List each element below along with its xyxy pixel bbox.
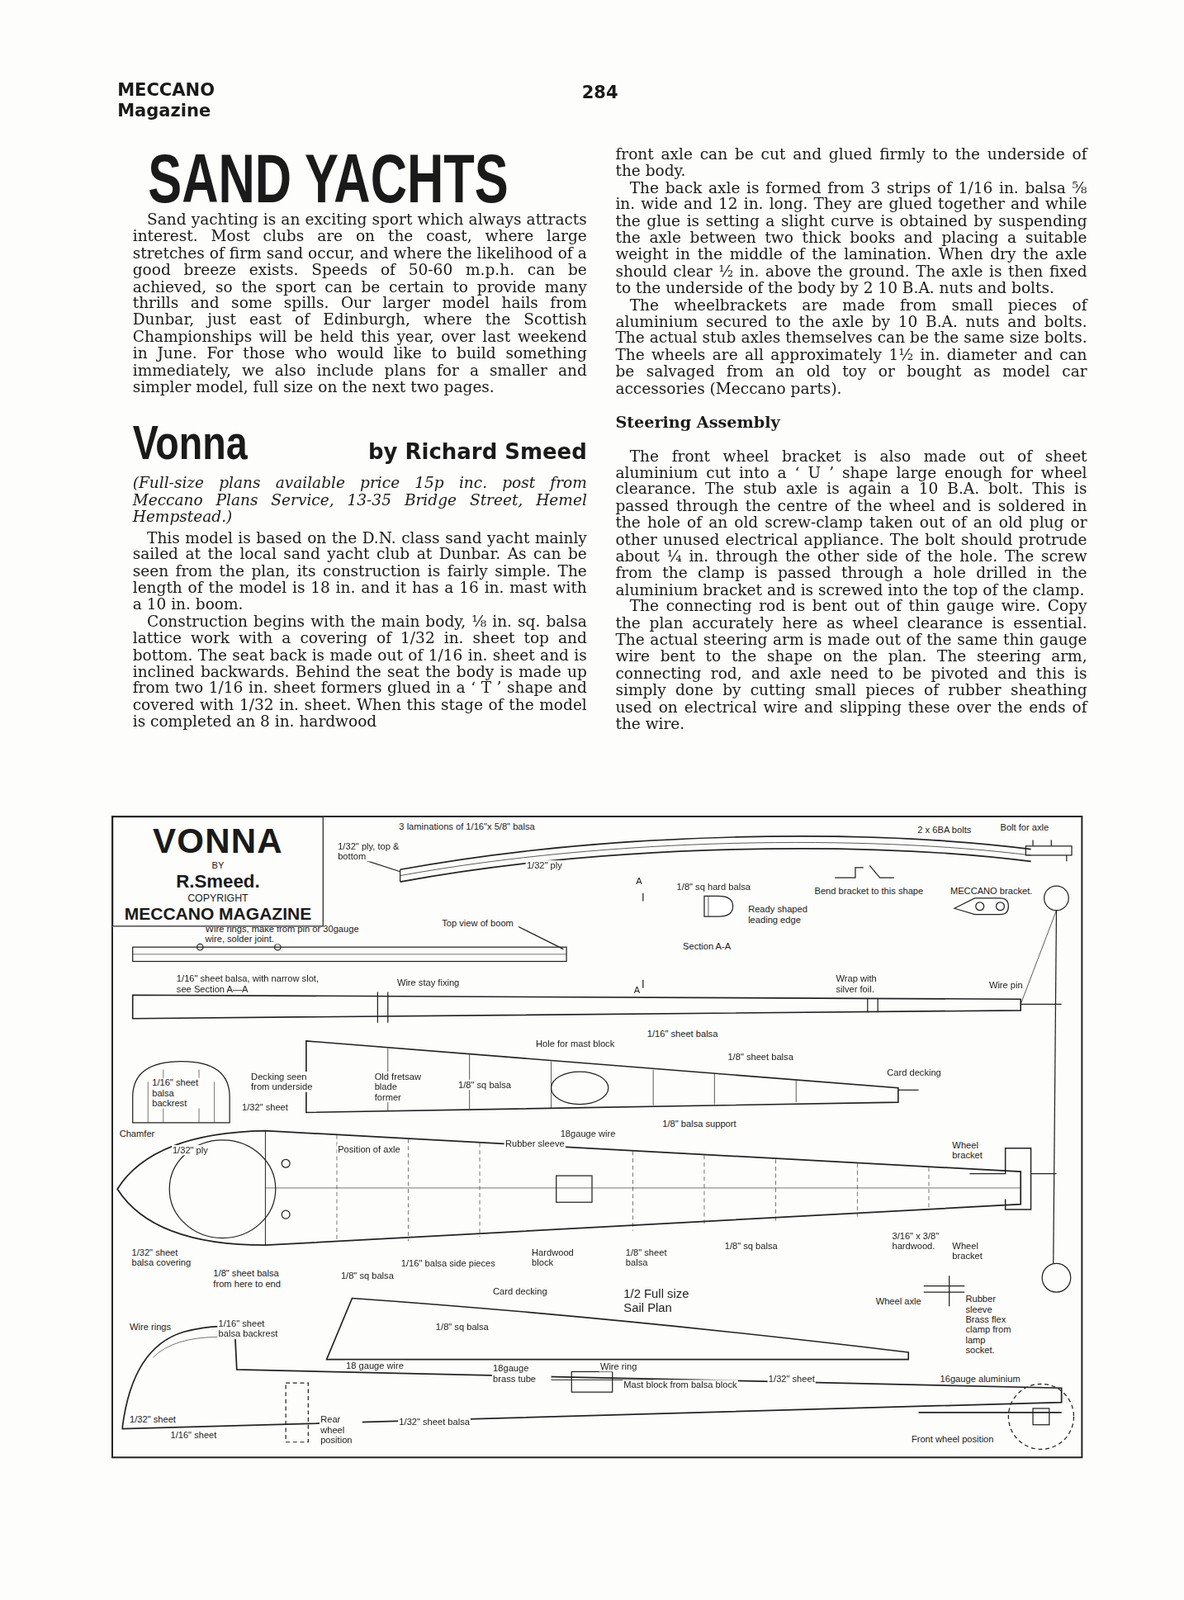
masthead: Magazine: [117, 99, 211, 121]
plan-label: 18 gauge wire: [345, 1360, 405, 1371]
plan-label: Ready shaped leading edge: [747, 904, 813, 925]
plan-label: 1/8" sq balsa: [435, 1321, 490, 1332]
paragraph: This model is based on the D.N. class sa…: [132, 529, 588, 613]
plan-label: Hardwood block: [530, 1247, 578, 1269]
plan-label: Card decking: [885, 1067, 943, 1078]
plan-label: 1/2 Full size Sail Plan: [622, 1288, 697, 1315]
plan-label: 1/8" sq hard balsa: [675, 881, 752, 892]
plan-label: 1/8" sheet balsa: [726, 1052, 795, 1063]
paragraph: Construction begins with the main body, …: [132, 613, 588, 731]
plan-label: 1/8" sq balsa: [340, 1270, 395, 1281]
heading-row: Vonna by Richard Smeed: [132, 420, 588, 468]
plan-label: 1/32" sheet balsa covering: [130, 1247, 200, 1269]
title-text: R.Smeed.: [117, 871, 319, 893]
plan-label: Wire stay fixing: [396, 977, 461, 988]
title-text: VONNA: [117, 821, 319, 861]
plans-note: (Full-size plans available price 15p inc…: [132, 474, 588, 526]
title-text: COPYRIGHT: [117, 891, 319, 905]
paragraph: The back axle is formed from 3 strips of…: [615, 179, 1087, 297]
plan-label: 1/16" sheet balsa backrest: [151, 1077, 200, 1109]
title-block: VONNABYR.Smeed.COPYRIGHTMECCANO MAGAZINE: [112, 816, 324, 928]
plan-label: Rubber sleeve Brass flex clamp from lamp…: [964, 1294, 1016, 1356]
plan-label: 1/32" sheet balsa: [397, 1416, 471, 1427]
plan-label: Wire ring: [599, 1361, 639, 1372]
plan-label: Wheel bracket: [951, 1140, 995, 1161]
plan-label: 1/16" sheet balsa backrest: [217, 1318, 283, 1340]
plan-label: Bend bracket to this shape: [813, 885, 924, 896]
plan-label: 1/32" ply: [171, 1145, 209, 1156]
plan-label: Old fretsaw blade former: [373, 1071, 427, 1103]
plan-label: A: [634, 876, 644, 886]
plan-label: 1/8" sheet balsa from here to end: [212, 1269, 300, 1290]
plan-label: 1/8" balsa support: [661, 1118, 738, 1129]
plan-label: 1/8" sq balsa: [457, 1079, 512, 1090]
plan-label: 2 x 6BA bolts: [916, 824, 972, 835]
plan-label: Bolt for axle: [999, 822, 1050, 833]
plan-label: Top view of boom: [440, 918, 515, 929]
plan-label: 1/16" sheet: [169, 1430, 218, 1440]
plan-label: Decking seen from underside: [250, 1071, 326, 1093]
plan-label: Position of axle: [336, 1144, 402, 1155]
title-text: BY: [117, 860, 319, 872]
page-number: 284: [582, 81, 619, 103]
paragraph: front axle can be cut and glued firmly t…: [615, 146, 1087, 180]
plan-label: Rear wheel position: [319, 1414, 363, 1445]
plan-label: 16gauge aluminium: [938, 1373, 1022, 1384]
plan-label: Wrap with silver foil.: [834, 973, 888, 995]
plan-label: 1/32" ply, top & bottom: [336, 841, 403, 862]
plan-label: Section A-A: [681, 941, 733, 952]
plan-label: Wire pin: [988, 980, 1024, 990]
plan-label: 1/16" sheet balsa, with narrow slot, see…: [175, 973, 332, 995]
plan-label: Card decking: [492, 1286, 549, 1297]
plan-label: MECCANO bracket.: [949, 885, 1034, 896]
plan-label: 3/16" x 3/8" hardwood.: [890, 1231, 948, 1252]
plan-label: 1/16" balsa side pieces: [400, 1258, 498, 1269]
plan-label: 1/32" sheet: [767, 1373, 816, 1384]
plan-label: A: [632, 985, 641, 995]
text-column: front axle can be cut and glued firmly t…: [615, 146, 1087, 733]
plan-label: 18gauge brass tube: [492, 1363, 552, 1385]
plan-label: Chamfer: [118, 1128, 156, 1139]
plan-label: Front wheel position: [910, 1434, 995, 1445]
paragraph: The wheelbrackets are made from small pi…: [615, 296, 1087, 398]
plan-label: Wire rings: [128, 1321, 173, 1332]
plan-label: 1/32" ply: [525, 860, 564, 871]
plan-label: Rubber sleeve: [504, 1139, 566, 1150]
plan-label: 1/32" sheet: [128, 1414, 177, 1425]
plan-label: 18gauge wire: [558, 1128, 616, 1139]
masthead: MECCANO: [117, 79, 215, 100]
plan-label: 3 laminations of 1/16"x 5/8" balsa: [397, 821, 536, 832]
plan-label: 1/32" sheet: [241, 1102, 289, 1113]
plan-label: Hole for mast block: [535, 1038, 616, 1049]
title-text: MECCANO MAGAZINE: [117, 904, 319, 924]
paragraph: Sand yachting is an exciting sport which…: [132, 211, 588, 396]
article-heading: Vonna: [132, 420, 248, 468]
plan-label: 1/8" sheet balsa: [625, 1247, 670, 1269]
plan-label: Wheel bracket: [951, 1240, 995, 1262]
page-title: SAND YACHTS: [147, 142, 508, 213]
paragraph: The front wheel bracket is also made out…: [615, 447, 1087, 599]
plan-label: 1/8" sq balsa: [723, 1240, 778, 1251]
plan-label: 1/16" sheet balsa: [646, 1028, 720, 1039]
text-column: Sand yachting is an exciting sport which…: [132, 211, 588, 731]
plan-label: Mast block from balsa block: [622, 1379, 739, 1390]
subheading: Steering Assembly: [615, 413, 1087, 432]
byline: by Richard Smeed: [368, 440, 588, 465]
paragraph: The connecting rod is bent out of thin g…: [615, 598, 1087, 733]
plan-label: Wheel axle: [874, 1296, 923, 1307]
